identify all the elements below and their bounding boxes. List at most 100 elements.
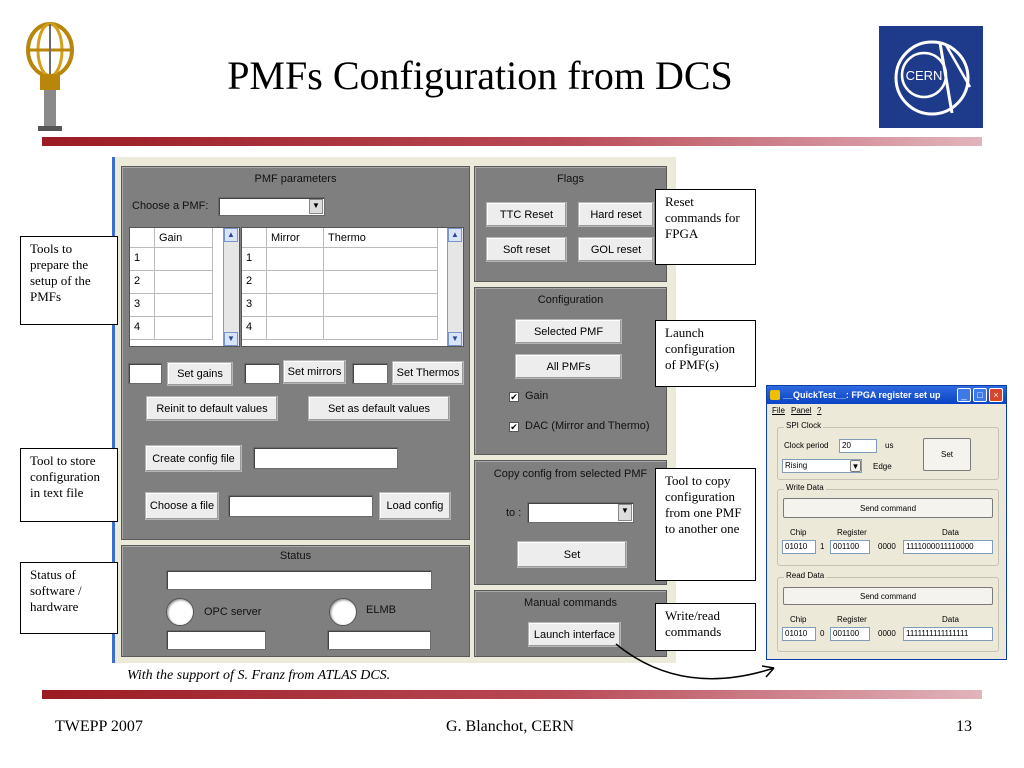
read-data-group: Read Data	[777, 571, 999, 652]
read-chip-input[interactable]: 01010	[782, 627, 816, 641]
set-thermos-button[interactable]: Set Thermos	[392, 361, 464, 385]
mirror-column-header: Mirror	[267, 228, 324, 248]
row-label: 1	[242, 248, 267, 271]
read-data-output: 1111111111111111	[903, 627, 993, 641]
copy-set-button[interactable]: Set	[517, 541, 627, 568]
thermo-value-input[interactable]	[352, 363, 388, 384]
all-pmfs-button[interactable]: All PMFs	[515, 354, 622, 379]
write-rw-bit: 1	[820, 542, 825, 551]
menu-help[interactable]: ?	[817, 406, 822, 415]
gain-scrollbar[interactable]: ▲ ▼	[223, 228, 239, 346]
dac-checkbox[interactable]: ✔	[509, 422, 519, 432]
gain-value-input[interactable]	[128, 363, 162, 384]
connector-arrow	[615, 643, 775, 680]
chevron-down-icon[interactable]: ▼	[618, 504, 632, 521]
quicktest-title-bar[interactable]: __QuickTest__: FPGA register set up	[767, 386, 1006, 404]
gain-grid[interactable]: Gain 1 2 3 4 ▲ ▼	[129, 227, 240, 347]
footer-event: TWEPP 2007	[55, 718, 143, 735]
set-mirrors-button[interactable]: Set mirrors	[283, 360, 346, 384]
write-register-input[interactable]: 001100	[830, 540, 870, 554]
atlas-logo	[26, 22, 74, 131]
config-file-name-input[interactable]	[253, 447, 398, 469]
gain-cell[interactable]	[155, 248, 213, 271]
menu-panel[interactable]: Panel	[791, 406, 812, 415]
slide-title: PMFs Configuration from DCS	[227, 53, 733, 98]
gain-checkbox-label: Gain	[525, 390, 549, 402]
set-as-default-button[interactable]: Set as default values	[308, 396, 450, 421]
copy-target-select[interactable]: ▼	[527, 502, 634, 523]
thermo-column-header: Thermo	[324, 228, 438, 248]
write-chip-input[interactable]: 01010	[782, 540, 816, 554]
minimize-icon[interactable]: _	[957, 388, 971, 402]
set-gains-button[interactable]: Set gains	[167, 362, 233, 386]
mirror-thermo-scrollbar[interactable]: ▲ ▼	[447, 228, 463, 346]
read-data-label: Data	[942, 615, 959, 624]
row-label: 3	[242, 294, 267, 317]
thermo-cell[interactable]	[324, 317, 438, 340]
read-padding-bits: 0000	[878, 629, 896, 638]
hard-reset-button[interactable]: Hard reset	[578, 202, 654, 227]
chevron-down-icon[interactable]: ▼	[850, 460, 861, 472]
choose-file-button[interactable]: Choose a file	[145, 492, 219, 520]
load-config-button[interactable]: Load config	[379, 492, 451, 520]
clock-period-input[interactable]: 20	[839, 439, 877, 453]
note-launch: Launch configuration of PMF(s)	[655, 320, 756, 387]
spi-set-button[interactable]: Set	[923, 438, 971, 471]
scroll-down-icon[interactable]: ▼	[448, 332, 462, 346]
bottom-rule	[42, 690, 982, 699]
write-data-input[interactable]: 1111000011110000	[903, 540, 993, 554]
app-icon	[770, 390, 780, 400]
gain-cell[interactable]	[155, 317, 213, 340]
scroll-down-icon[interactable]: ▼	[224, 332, 238, 346]
status-title: Status	[279, 550, 312, 562]
opc-server-status-field	[166, 630, 266, 650]
status-panel: Status OPC server ELMB	[121, 545, 470, 657]
top-rule	[42, 137, 982, 146]
write-send-command-button[interactable]: Send command	[783, 498, 993, 518]
mirror-value-input[interactable]	[244, 363, 280, 384]
mirror-thermo-grid[interactable]: Mirror Thermo 1 2 3 4 ▲ ▼	[241, 227, 464, 347]
close-icon[interactable]: ×	[989, 388, 1003, 402]
edge-select[interactable]: Rising	[782, 459, 862, 473]
thermo-cell[interactable]	[324, 271, 438, 294]
gol-reset-button[interactable]: GOL reset	[578, 237, 654, 262]
soft-reset-button[interactable]: Soft reset	[486, 237, 567, 262]
choose-pmf-select[interactable]: ▼	[218, 197, 325, 216]
chosen-file-path-input[interactable]	[228, 495, 373, 517]
maximize-icon[interactable]: □	[973, 388, 987, 402]
support-note: With the support of S. Franz from ATLAS …	[127, 668, 391, 683]
read-data-title: Read Data	[784, 571, 827, 580]
gain-checkbox[interactable]: ✔	[509, 392, 519, 402]
menu-file[interactable]: File	[772, 406, 785, 415]
write-register-label: Register	[837, 528, 867, 537]
mirror-cell[interactable]	[267, 248, 324, 271]
note-status: Status of software / hardware	[20, 562, 118, 634]
scroll-up-icon[interactable]: ▲	[224, 228, 238, 242]
flags-title: Flags	[557, 173, 584, 185]
launch-interface-button[interactable]: Launch interface	[528, 622, 621, 647]
reinit-defaults-button[interactable]: Reinit to default values	[146, 396, 278, 421]
selected-pmf-button[interactable]: Selected PMF	[515, 319, 622, 344]
mirror-cell[interactable]	[267, 317, 324, 340]
gain-cell[interactable]	[155, 294, 213, 317]
copy-config-panel: Copy config from selected PMF to : ▼ Set	[474, 460, 667, 585]
chevron-down-icon[interactable]: ▼	[309, 199, 323, 214]
mirror-cell[interactable]	[267, 294, 324, 317]
row-label: 2	[130, 271, 155, 294]
note-reset: Reset commands for FPGA	[655, 189, 756, 265]
thermo-cell[interactable]	[324, 294, 438, 317]
read-register-input[interactable]: 001100	[830, 627, 870, 641]
footer-page-number: 13	[956, 718, 972, 735]
ttc-reset-button[interactable]: TTC Reset	[486, 202, 567, 227]
thermo-cell[interactable]	[324, 248, 438, 271]
mirror-cell[interactable]	[267, 271, 324, 294]
cern-logo-text: CERN	[906, 68, 943, 83]
read-register-label: Register	[837, 615, 867, 624]
gain-cell[interactable]	[155, 271, 213, 294]
write-data-title: Write Data	[784, 483, 826, 492]
scroll-up-icon[interactable]: ▲	[448, 228, 462, 242]
read-send-command-button[interactable]: Send command	[783, 587, 993, 605]
row-label: 2	[242, 271, 267, 294]
pmf-parameters-title: PMF parameters	[254, 173, 337, 185]
create-config-file-button[interactable]: Create config file	[145, 445, 242, 472]
